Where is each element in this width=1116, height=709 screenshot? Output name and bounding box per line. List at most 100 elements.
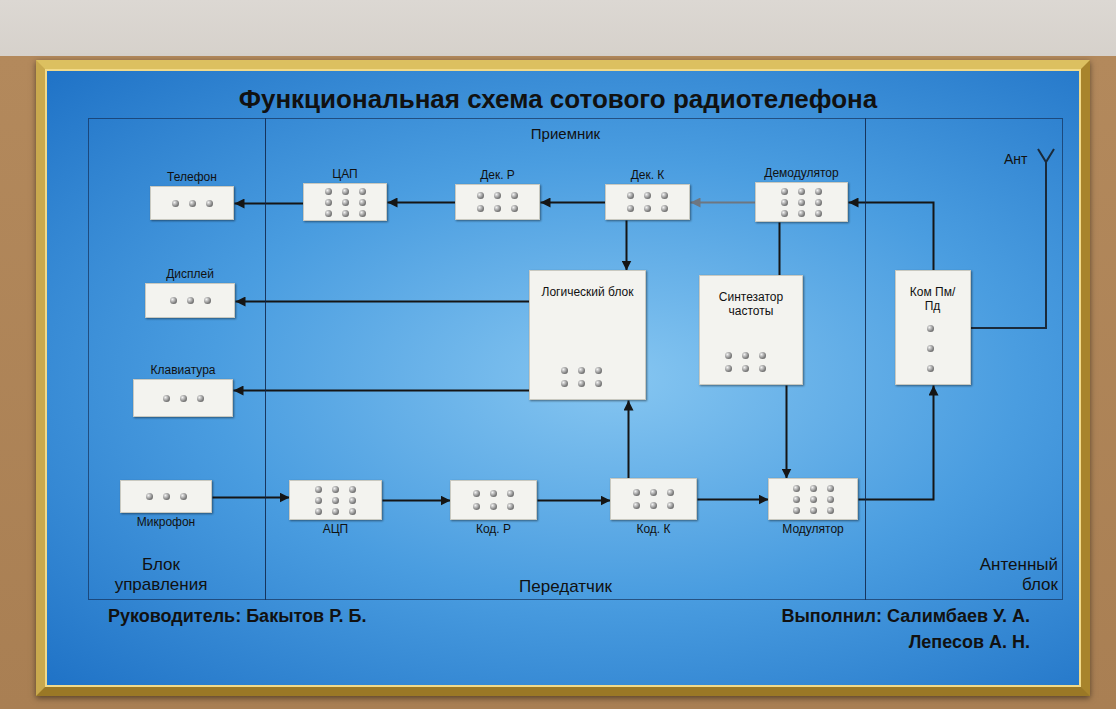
socket-hole (325, 188, 332, 195)
box-label: Модулятор (782, 522, 844, 536)
signal-arrow (234, 390, 530, 392)
diagram-title: Функциональная схема сотового радиотелеф… (0, 84, 1116, 115)
socket-hole (206, 200, 213, 207)
module-box: Код. Р (450, 480, 537, 520)
antenna-wire (968, 167, 1046, 328)
socket-hole (759, 365, 766, 372)
signal-arrow (388, 202, 456, 204)
socket-hole (332, 508, 339, 515)
socket-hole (359, 199, 366, 206)
socket-hole (781, 210, 788, 217)
socket-hole (315, 486, 322, 493)
socket-hole (595, 380, 602, 387)
socket-hole (578, 367, 585, 374)
socket-hole (827, 507, 834, 514)
socket-hole (511, 192, 518, 199)
socket-hole (507, 503, 514, 510)
socket-hole (325, 210, 332, 217)
socket-hole (332, 497, 339, 504)
socket-hole (197, 395, 204, 402)
socket-hole (798, 199, 805, 206)
signal-arrow (849, 203, 934, 271)
signal-arrow (538, 500, 611, 502)
module-box: Дек. Р (455, 184, 540, 220)
module-box: Логический блок (529, 270, 646, 400)
socket-hole (595, 367, 602, 374)
socket-hole (180, 493, 187, 500)
socket-hole (146, 493, 153, 500)
socket-hole (633, 489, 640, 496)
module-box: ЦАП (303, 183, 387, 221)
signal-arrow (383, 500, 451, 502)
signal-arrow (779, 223, 781, 276)
socket-hole (927, 365, 934, 372)
region-title: Приемник (266, 125, 865, 142)
signal-arrow (213, 497, 290, 499)
box-label: ЦАП (332, 167, 357, 181)
socket-hole (170, 297, 177, 304)
socket-hole (827, 485, 834, 492)
socket-hole (627, 192, 634, 199)
socket-hole (342, 199, 349, 206)
box-label: Демодулятор (764, 166, 838, 180)
socket-hole (644, 192, 651, 199)
socket-hole (180, 395, 187, 402)
socket-hole (325, 199, 332, 206)
signal-arrow (541, 202, 606, 204)
region-title: Ант (1004, 151, 1044, 167)
box-label: Дек. К (631, 168, 665, 182)
region-band: Блок управленияТелефонДисплейКлавиатураМ… (88, 118, 266, 600)
socket-hole (187, 297, 194, 304)
credit-text: Руководитель: Бакытов Р. Б. (108, 606, 366, 627)
module-box: Телефон (150, 186, 234, 220)
box-label: Телефон (167, 170, 217, 184)
socket-hole (172, 200, 179, 207)
socket-hole (798, 188, 805, 195)
box-label: Код. К (636, 522, 670, 536)
socket-hole (473, 490, 480, 497)
socket-hole (349, 508, 356, 515)
box-label: АЦП (323, 522, 349, 536)
socket-hole (349, 497, 356, 504)
socket-hole (667, 489, 674, 496)
socket-hole (490, 503, 497, 510)
socket-hole (781, 199, 788, 206)
socket-hole (477, 192, 484, 199)
socket-hole (927, 325, 934, 332)
socket-hole (332, 486, 339, 493)
signal-arrow (786, 386, 788, 479)
socket-hole (163, 493, 170, 500)
socket-hole (798, 210, 805, 217)
socket-hole (793, 507, 800, 514)
socket-hole (561, 380, 568, 387)
socket-hole (342, 210, 349, 217)
module-box: Модулятор (768, 478, 858, 520)
signal-arrow (236, 301, 530, 303)
box-label: Дисплей (166, 267, 214, 281)
socket-hole (815, 199, 822, 206)
socket-hole (359, 188, 366, 195)
socket-hole (163, 395, 170, 402)
socket-hole (815, 210, 822, 217)
socket-hole (827, 496, 834, 503)
socket-hole (494, 192, 501, 199)
socket-hole (627, 205, 634, 212)
module-box: Микрофон (120, 480, 212, 513)
module-box: АЦП (289, 480, 382, 520)
socket-hole (633, 502, 640, 509)
signal-arrow (235, 203, 304, 205)
socket-hole (349, 486, 356, 493)
socket-hole (661, 192, 668, 199)
socket-hole (494, 205, 501, 212)
module-box: Код. К (610, 478, 697, 520)
module-box: Дисплей (145, 283, 235, 318)
socket-hole (490, 490, 497, 497)
signal-arrow (691, 202, 756, 204)
socket-hole (661, 205, 668, 212)
socket-hole (725, 352, 732, 359)
socket-hole (342, 188, 349, 195)
socket-hole (315, 497, 322, 504)
socket-hole (793, 496, 800, 503)
